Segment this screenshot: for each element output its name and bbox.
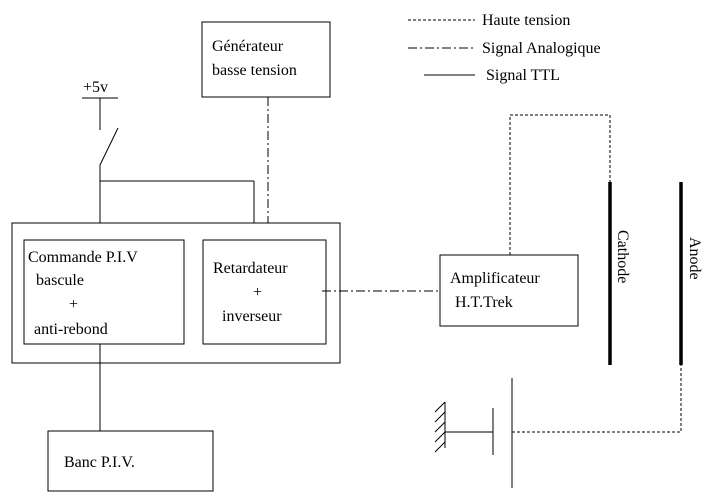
- anode-label: Anode: [686, 237, 703, 280]
- ground-hatch-1: [434, 401, 446, 413]
- supply-switch: +5v: [82, 79, 255, 240]
- switch-blade: [99, 127, 119, 166]
- generator-label-line2: basse tension: [212, 62, 297, 79]
- ground-hatch-5: [434, 441, 446, 453]
- command-label-line3: +: [69, 296, 78, 313]
- legend: Haute tension Signal Analogique Signal T…: [408, 12, 601, 84]
- command-label-line1: Commande P.I.V: [28, 249, 138, 266]
- generator-label-line1: Générateur: [212, 38, 284, 55]
- delay-label-line3: inverseur: [222, 308, 282, 325]
- generator-block: [201, 21, 331, 98]
- delay-label-line2: +: [253, 284, 262, 301]
- source-to-anode-hv: [512, 365, 682, 433]
- bench-block: [47, 430, 214, 492]
- amplifier-label-line2: H.T.Trek: [455, 294, 513, 311]
- amplifier-to-cathode-hv: [509, 114, 611, 255]
- cathode-label: Cathode: [614, 230, 631, 283]
- command-block: [23, 239, 185, 345]
- ground-hatch-2: [434, 411, 446, 423]
- ground-hatch-3: [434, 421, 446, 433]
- amplifier-label-line1: Amplificateur: [450, 270, 540, 287]
- bench-label: Banc P.I.V.: [64, 454, 135, 471]
- amplifier-block: [439, 254, 579, 327]
- legend-ttl-label: Signal TTL: [486, 67, 560, 84]
- supply-label: +5v: [83, 79, 108, 96]
- ground-source: [434, 378, 513, 488]
- legend-high-voltage-label: Haute tension: [482, 12, 570, 29]
- delay-block: [202, 239, 327, 345]
- ground-hatch-4: [434, 431, 446, 443]
- legend-analog-label: Signal Analogique: [482, 40, 601, 57]
- delay-label-line1: Retardateur: [213, 260, 288, 277]
- command-label-line2: bascule: [36, 272, 84, 289]
- command-label-line4: anti-rebond: [34, 321, 108, 338]
